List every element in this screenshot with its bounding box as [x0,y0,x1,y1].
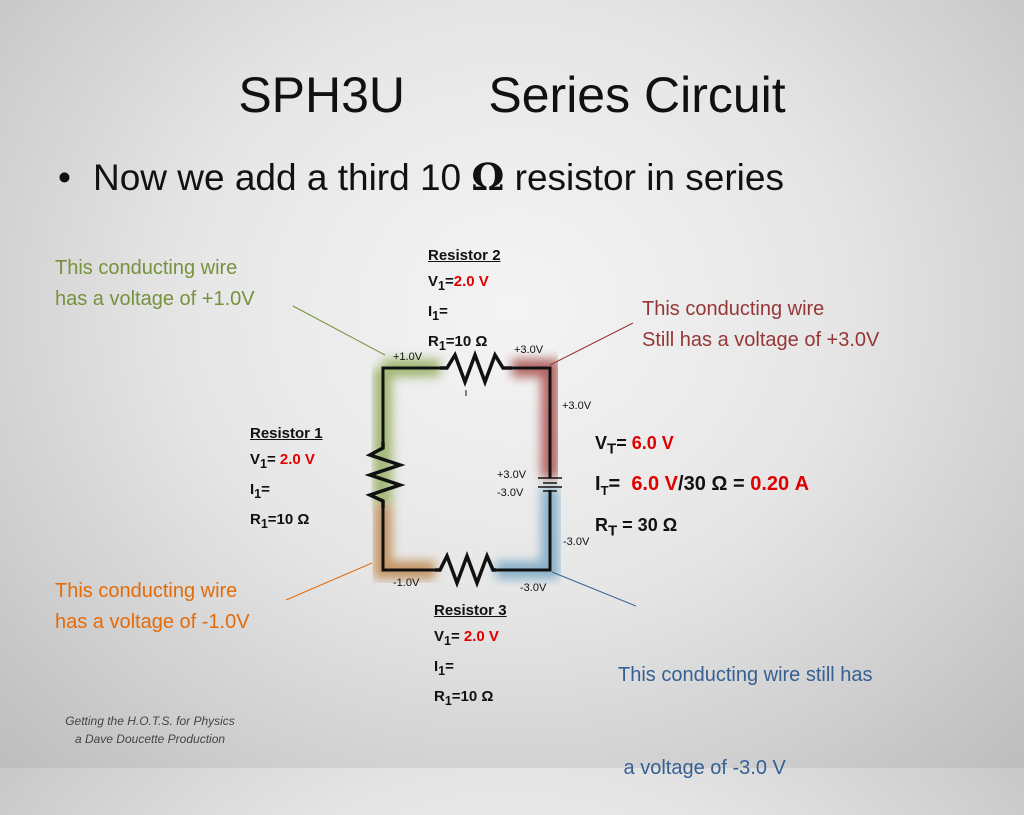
note-bottom-left-line-1: This conducting wire [55,580,238,602]
slide-title: SPH3U Series Circuit [238,67,786,123]
voltage-label-battery-positive: +3.0V [497,469,527,481]
voltage-label-battery-negative: -3.0V [497,487,524,499]
callout-line-top-left [292,305,386,356]
total-voltage: VT= 6.0 V [595,433,674,458]
resistor-2-voltage-value: 2.0 V [453,273,489,290]
resistor-1-voltage-value: 2.0 V [279,451,315,468]
total-resistance: RT = 30 Ω [595,514,678,540]
resistor-3-voltage: V1= 2.0 V [434,628,499,648]
callout-line-top-right [549,322,634,366]
note-top-left-line-2: has a voltage of +1.0V [55,288,255,310]
totals-block: VT= 6.0 V IT= 6.0 V/30 Ω = 0.20 A RT = 3… [595,426,809,548]
note-bottom-left-line-2: has a voltage of -1.0V [55,611,250,633]
resistor-2-resistance: R1=10 Ω [428,333,488,353]
wire-glow-green [374,359,440,505]
resistor-1-info: Resistor 1 V1= 2.0 V I1= R1=10 Ω [250,421,323,537]
resistor-2-symbol [440,349,512,388]
credit-line-2: a Dave Doucette Production [74,732,226,746]
callout-line-bottom-right [551,571,637,607]
bullet-point: • Now we add a third 10 Ω resistor in ser… [58,155,784,199]
voltage-label-right-upper: +3.0V [562,400,592,412]
voltage-label-bottom-right: -3.0V [520,582,547,594]
bullet-text-start: Now we add a third 10 [92,157,472,198]
bullet-dot: • [58,157,71,198]
total-current: IT= 6.0 V/30 Ω = 0.20 A [595,472,810,498]
voltage-label-top-left: +1.0V [393,351,423,363]
voltage-label-top-right: +3.0V [514,344,544,356]
wire-glow-darkred [512,359,559,478]
voltage-label-right-lower: -3.0V [563,536,590,548]
voltage-label-bottom-left: -1.0V [393,577,420,589]
resistor-2-current: I1= [428,303,448,323]
resistor-1-symbol [364,442,406,508]
note-bottom-right-line-2: a voltage of -3.0 V [618,757,786,779]
note-top-left: This conducting wire has a voltage of +1… [55,253,255,315]
circuit-diagram [285,305,637,607]
resistor-3-symbol [435,550,496,589]
total-voltage-value: 6.0 V [631,433,674,453]
battery-symbol [538,477,562,492]
wire-glow-blue [496,488,559,579]
total-current-numerator: 6.0 V [631,472,679,495]
note-top-left-line-1: This conducting wire [55,257,238,279]
resistor-3-voltage-value: 2.0 V [463,628,499,645]
resistor-1-heading: Resistor 1 [250,425,323,442]
resistor-3-heading: Resistor 3 [434,602,507,619]
note-top-right: This conducting wire Still has a voltage… [642,294,879,356]
resistor-1-resistance: R1=10 Ω [250,511,310,531]
resistor-1-voltage: V1= 2.0 V [250,451,315,471]
note-top-right-line-1: This conducting wire [642,298,825,320]
callout-line-bottom-left [285,562,373,601]
resistor-3-resistance: R1=10 Ω [434,688,494,708]
credit-line-1: Getting the H.O.T.S. for Physics [65,714,235,728]
note-top-right-line-2: Still has a voltage of +3.0V [642,329,880,351]
bullet-text-end: resistor in series [504,157,784,198]
note-bottom-left: This conducting wire has a voltage of -1… [55,576,250,638]
resistor-2-voltage: V1=2.0 V [428,273,489,293]
omega-symbol: Ω [471,155,505,199]
note-bottom-right-line-1: This conducting wire still has [618,664,873,686]
wire-bottom-left [381,508,435,572]
resistor-1-current: I1= [250,481,270,501]
resistor-3-info: Resistor 3 V1= 2.0 V I1= R1=10 Ω [434,598,507,714]
wire-glow-orange [374,505,435,579]
resistor-3-current: I1= [434,658,454,678]
wire-top-left [381,366,440,442]
note-bottom-right: This conducting wire still has a voltage… [618,598,873,815]
credit: Getting the H.O.T.S. for Physics a Dave … [55,712,245,748]
total-current-result: 0.20 A [750,472,810,495]
wire-top-right [512,366,552,478]
resistor-2-info: Resistor 2 V1=2.0 V I1= R1=10 Ω [428,243,501,359]
wire-bottom-right [496,490,552,572]
resistor-2-heading: Resistor 2 [428,247,501,264]
